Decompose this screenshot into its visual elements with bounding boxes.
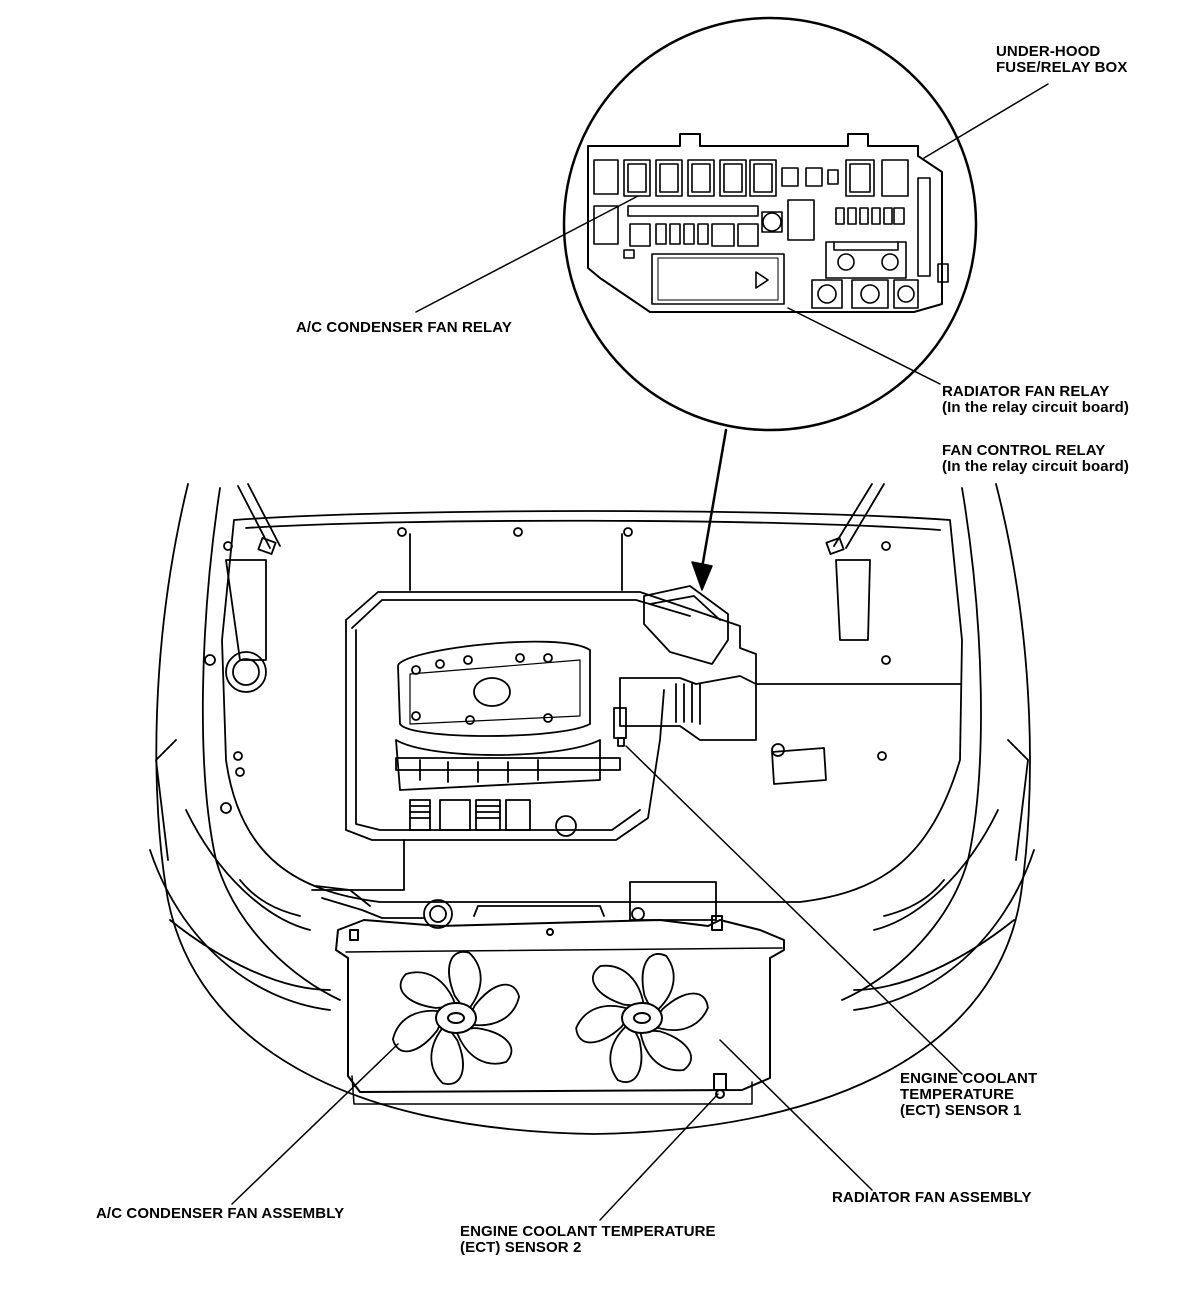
label-ect-sensor-2: ENGINE COOLANT TEMPERATURE (ECT) SENSOR … — [460, 1224, 716, 1256]
pointer-arrowhead — [691, 561, 713, 591]
leader-lines-bottom — [231, 745, 963, 1221]
fuse-box-detail — [562, 16, 978, 432]
label-line: ENGINE COOLANT TEMPERATURE — [460, 1223, 716, 1240]
label-line: FUSE/RELAY BOX — [996, 59, 1128, 76]
vehicle-front — [149, 483, 1035, 1135]
ect-sensor-2 — [713, 1073, 727, 1091]
label-line: A/C CONDENSER FAN RELAY — [296, 319, 512, 336]
label-radiator-fan-assembly: RADIATOR FAN ASSEMBLY — [832, 1190, 1032, 1206]
label-line: (In the relay circuit board) — [942, 458, 1130, 475]
label-fan-control-relay: FAN CONTROL RELAY (In the relay circuit … — [942, 443, 1129, 475]
radiator-fan — [575, 953, 709, 1083]
label-line: (In the relay circuit board) — [942, 399, 1130, 416]
radiator-assembly — [335, 915, 785, 1105]
label-line: (ECT) SENSOR 2 — [460, 1239, 582, 1256]
label-line: FAN CONTROL RELAY — [942, 442, 1106, 459]
label-ect-sensor-1: ENGINE COOLANT TEMPERATURE (ECT) SENSOR … — [900, 1071, 1037, 1119]
relay-circuit-board — [651, 253, 785, 305]
zoom-circle — [562, 16, 978, 432]
label-line: TEMPERATURE — [900, 1086, 1015, 1103]
label-line: RADIATOR FAN ASSEMBLY — [832, 1189, 1032, 1206]
bay-fuse-box — [643, 585, 729, 665]
fuse-box-outline — [587, 133, 943, 313]
label-line: RADIATOR FAN RELAY — [942, 383, 1110, 400]
label-ac-condenser-fan-relay: A/C CONDENSER FAN RELAY — [296, 320, 512, 336]
label-line: UNDER-HOOD — [996, 43, 1101, 60]
ac-condenser-fan — [391, 951, 521, 1085]
label-under-hood-fuse-relay-box: UNDER-HOOD FUSE/RELAY BOX — [996, 44, 1127, 76]
leader-lines-top — [415, 83, 1049, 591]
label-radiator-fan-relay: RADIATOR FAN RELAY (In the relay circuit… — [942, 384, 1129, 416]
radiator-cap — [423, 899, 453, 929]
label-line: (ECT) SENSOR 1 — [900, 1102, 1022, 1119]
label-ac-condenser-fan-assembly: A/C CONDENSER FAN ASSEMBLY — [96, 1206, 344, 1222]
label-line: A/C CONDENSER FAN ASSEMBLY — [96, 1205, 345, 1222]
label-line: ENGINE COOLANT — [900, 1070, 1038, 1087]
